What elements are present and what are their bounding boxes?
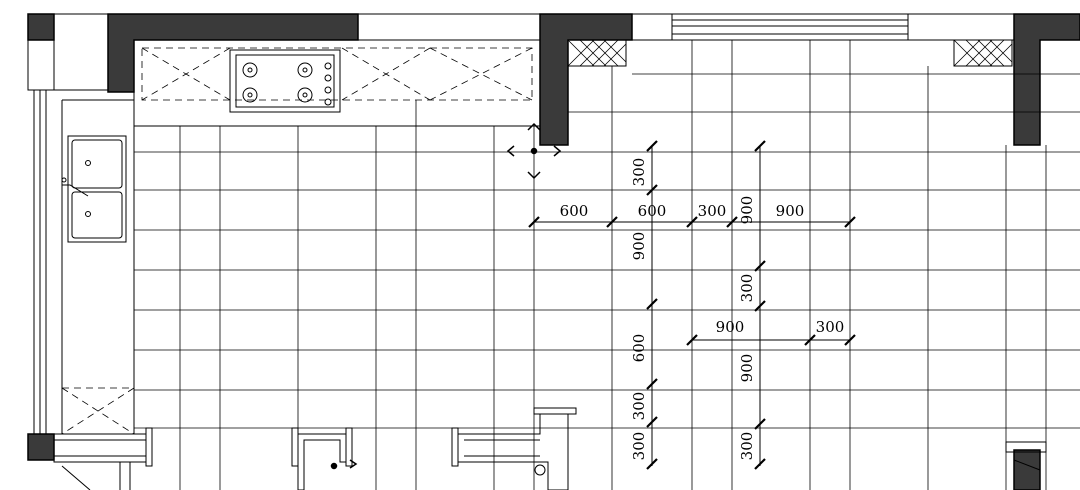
kitchen-counter	[61, 39, 541, 435]
walls	[27, 13, 1080, 490]
dim-label-600-vertical: 600	[630, 334, 648, 363]
vent-box-right	[953, 39, 1013, 67]
door-cursor-icon	[330, 459, 358, 470]
dimension-ticks	[528, 140, 856, 470]
dim-label-900-a: 900	[776, 202, 805, 220]
dim-label-900-vertical-a: 900	[630, 232, 648, 261]
window-frames	[33, 13, 908, 434]
dim-label-300-vertical-a: 300	[630, 158, 648, 187]
dim-label-300-b: 300	[816, 318, 845, 336]
wall-top-segment-right	[907, 13, 1015, 41]
counter-top-outline	[133, 39, 541, 127]
vent-box-center	[567, 39, 627, 67]
dim-label-900-vertical-top: 900	[738, 196, 756, 225]
wall-top-left-segment	[27, 39, 55, 91]
wall-column-right	[1013, 13, 1080, 146]
cooktop-icon	[229, 49, 341, 113]
upper-cabinet-outline	[141, 47, 533, 101]
wall-top-segment-center	[631, 13, 673, 41]
dim-label-300-vertical-d: 300	[630, 432, 648, 461]
wall-column-top-left	[27, 13, 55, 41]
dim-label-300-a: 300	[698, 202, 727, 220]
bottom-walls	[53, 407, 1047, 490]
dim-label-600-a: 600	[560, 202, 589, 220]
dim-label-600-b: 600	[638, 202, 667, 220]
crosshair-cursor-icon	[506, 122, 562, 180]
wall-column-bottom-left	[27, 433, 55, 461]
wall-column-center	[539, 13, 633, 146]
floor-tile-grid	[134, 40, 1080, 490]
wall-top-left-block	[53, 13, 109, 91]
wall-top-opening	[357, 13, 541, 41]
dim-label-300-vertical-c: 300	[630, 392, 648, 421]
dim-label-900-vertical-b: 900	[738, 354, 756, 383]
lower-cabinet	[61, 387, 135, 435]
wall-top-kitchen	[107, 13, 359, 93]
dim-label-300-vertical-b: 300	[738, 274, 756, 303]
vent-boxes	[567, 39, 1013, 67]
dim-label-900-b: 900	[716, 318, 745, 336]
sink-icon	[61, 135, 127, 243]
wall-column-bottom-right	[1013, 449, 1041, 490]
dim-label-300-vertical-e: 300	[738, 432, 756, 461]
dimension-labels: 600 600 300 900 900 300 900 300 600 300 …	[560, 158, 845, 461]
